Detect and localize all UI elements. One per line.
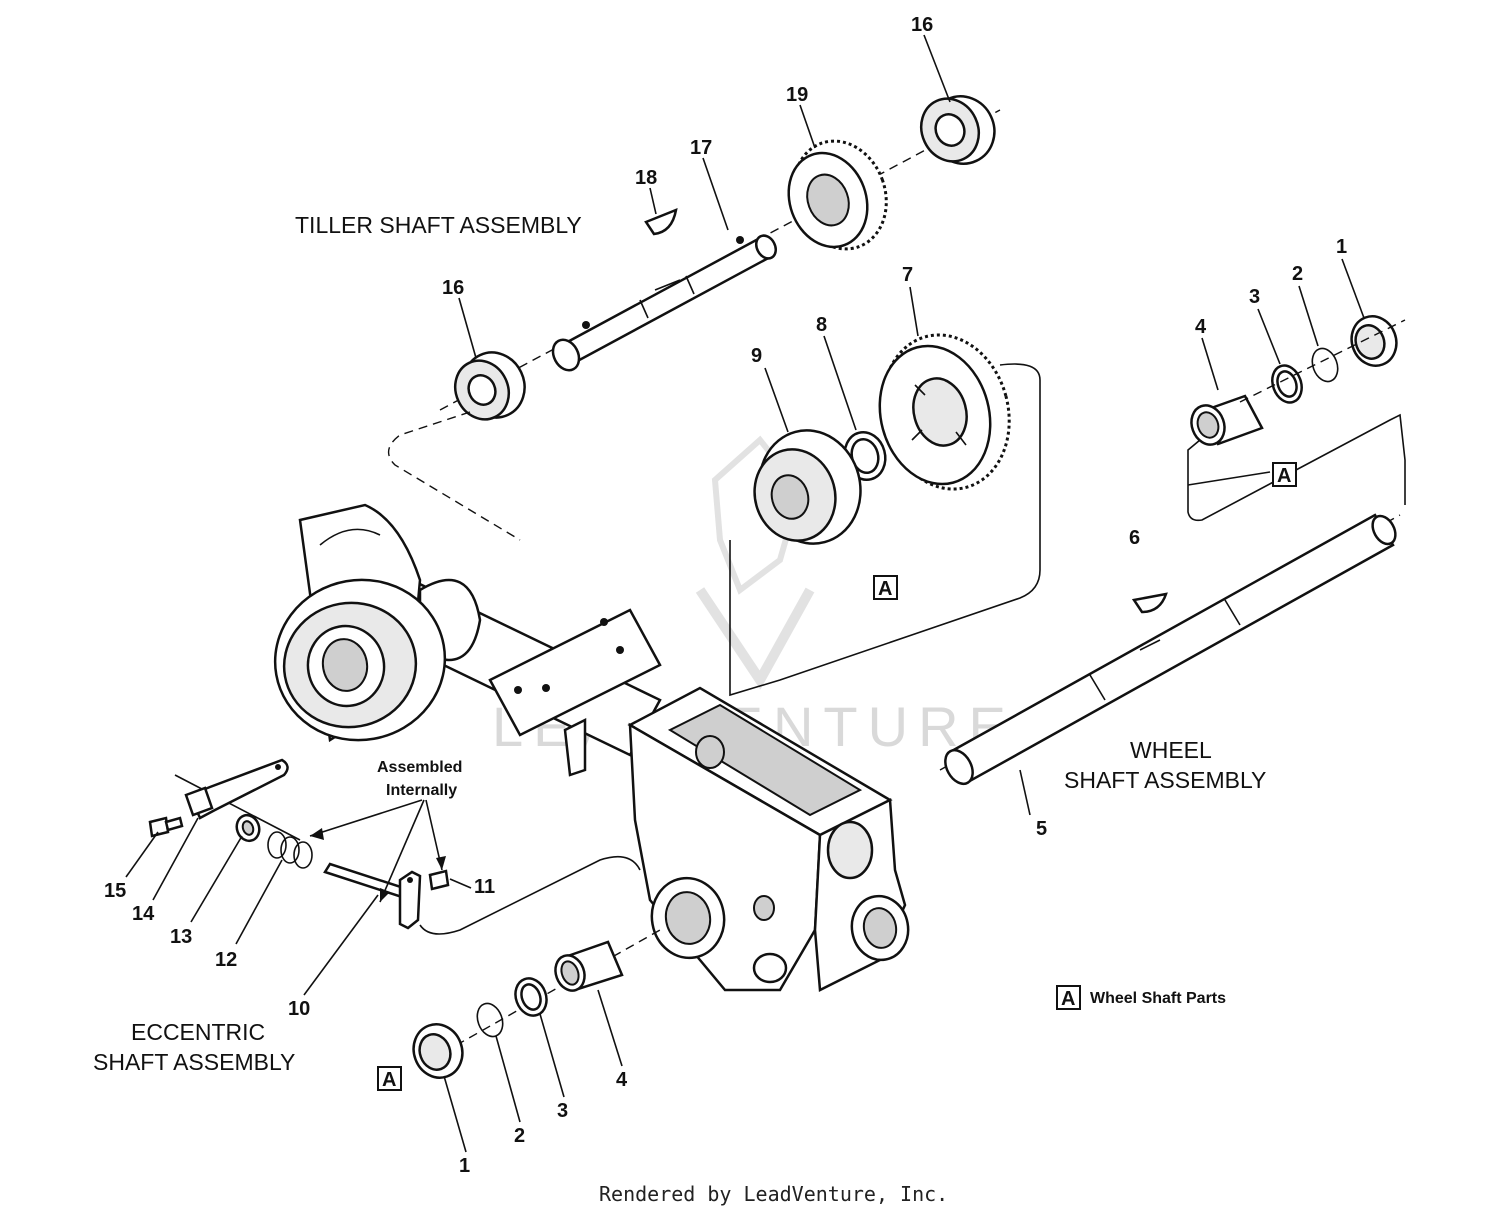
marker-a-center-text: A <box>878 578 892 600</box>
part-2-ring-bottom <box>476 1002 504 1038</box>
part-19-gear <box>787 139 888 251</box>
legend-text: Wheel Shaft Parts <box>1090 990 1226 1007</box>
label-1-right: 1 <box>1336 236 1347 258</box>
legend: A Wheel Shaft Parts <box>1056 985 1226 1010</box>
label-11: 11 <box>474 876 495 898</box>
eccentric-shaft-title-line2: SHAFT ASSEMBLY <box>93 1049 295 1075</box>
leader-right-group <box>1187 413 1406 522</box>
label-6: 6 <box>1129 527 1140 549</box>
label-10: 10 <box>288 998 310 1020</box>
part-number-labels: 16 19 17 18 16 7 8 9 1 2 3 4 6 5 11 15 1… <box>104 14 1347 1177</box>
label-15: 15 <box>104 880 126 902</box>
part-16-bearing-left <box>453 351 526 421</box>
part-3-washer-right <box>1271 364 1303 404</box>
marker-a-center <box>873 575 898 600</box>
wheel-shaft-assembly: A <box>939 315 1406 786</box>
marker-a-bottom <box>377 1066 402 1091</box>
left-bearing-housing <box>273 503 447 743</box>
wheel-shaft-title-line1: WHEEL <box>1130 737 1212 763</box>
wheel-shaft-title-line2: SHAFT ASSEMBLY <box>1064 767 1266 793</box>
part-12-spring <box>267 831 313 869</box>
watermark-logo <box>711 435 804 595</box>
label-4-right: 4 <box>1195 316 1207 338</box>
part-1-seal-bottom <box>412 1023 464 1079</box>
arrow-assembled-2 <box>379 799 425 903</box>
part-1-seal-right <box>1350 315 1398 367</box>
label-16-top: 16 <box>911 14 933 36</box>
watermark-logo-v <box>695 587 815 690</box>
part-18-key <box>644 207 678 236</box>
assembled-internally-line1: Assembled <box>377 759 462 776</box>
label-9: 9 <box>751 345 762 367</box>
label-3-right: 3 <box>1249 286 1260 308</box>
transmission-housing <box>273 503 910 992</box>
drive-gears <box>729 333 1041 697</box>
part-6-key <box>1131 592 1168 614</box>
part-17-tiller-shaft <box>551 234 777 372</box>
label-4-bottom: 4 <box>616 1069 628 1091</box>
label-18: 18 <box>635 167 657 189</box>
marker-a-right-text: A <box>1277 465 1291 487</box>
part-16-bearing-top <box>919 95 996 165</box>
label-2-bottom: 2 <box>514 1125 525 1147</box>
assembly-titles: TILLER SHAFT ASSEMBLY WHEEL SHAFT ASSEMB… <box>93 212 1266 1075</box>
marker-a-right <box>1272 462 1297 487</box>
mounting-bracket <box>488 608 662 777</box>
label-17: 17 <box>690 137 712 159</box>
label-12: 12 <box>215 949 237 971</box>
label-1-bottom: 1 <box>459 1155 470 1177</box>
marker-a-bottom-text: A <box>382 1069 396 1091</box>
label-2-right: 2 <box>1292 263 1303 285</box>
part-14-lever <box>184 758 289 820</box>
part-9-sprocket-hub <box>753 429 862 545</box>
leader-gears-to-housing <box>729 363 1041 697</box>
part-7-gear <box>878 333 1011 491</box>
label-7: 7 <box>902 264 913 286</box>
part-4-bushing-bottom <box>554 940 624 992</box>
label-5: 5 <box>1036 818 1047 840</box>
part-10-eccentric-shaft <box>323 862 422 930</box>
assembled-internally-line2: Internally <box>386 782 457 799</box>
part-15-bolt <box>148 816 184 838</box>
tiller-shaft-assembly-title: TILLER SHAFT ASSEMBLY <box>295 212 582 238</box>
arrow-assembled-1 <box>309 799 423 837</box>
part-11-screw <box>428 869 450 891</box>
label-19: 19 <box>786 84 808 106</box>
part-5-wheel-shaft <box>944 513 1397 786</box>
part-4-bushing-right <box>1190 394 1264 446</box>
wheel-shaft-parts-bottom: A <box>377 929 661 1091</box>
tiller-shaft-assembly <box>387 95 1001 541</box>
part-2-ring-right <box>1311 347 1339 383</box>
legend-marker-box <box>1056 985 1081 1010</box>
leader-right-to-marker <box>1187 471 1271 486</box>
eccentric-shaft-title-line1: ECCENTRIC <box>131 1019 265 1045</box>
part-3-washer-bottom <box>514 977 548 1017</box>
gearbox <box>627 686 910 992</box>
eccentric-shaft-assembly <box>148 758 641 935</box>
label-13: 13 <box>170 926 192 948</box>
label-8: 8 <box>816 314 827 336</box>
label-3-bottom: 3 <box>557 1100 568 1122</box>
label-16-left: 16 <box>442 277 464 299</box>
part-13-washer <box>235 813 261 843</box>
label-14: 14 <box>132 903 155 925</box>
callout-leaders <box>125 34 1365 1153</box>
legend-marker-text: A <box>1061 988 1075 1010</box>
leader-tiller-to-housing <box>387 411 521 541</box>
footer-credit: Rendered by LeadVenture, Inc. <box>599 1182 948 1206</box>
leader-eccentric-to-housing <box>419 855 641 935</box>
